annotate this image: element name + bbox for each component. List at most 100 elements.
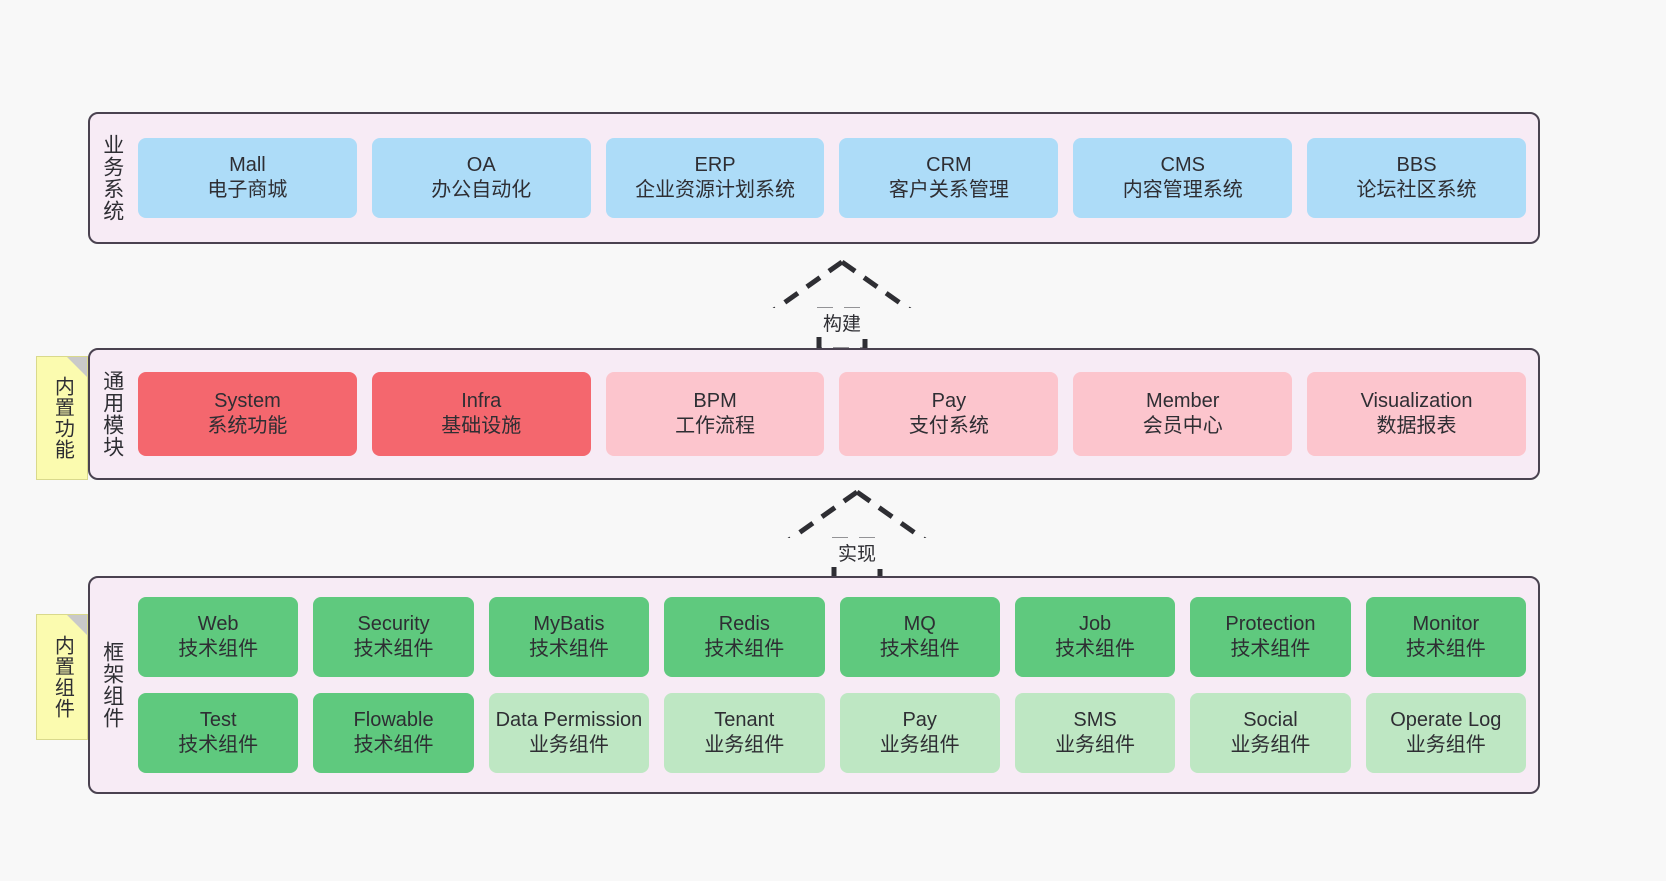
card-cn-label: 技术组件	[1405, 638, 1486, 660]
connector-realize: 实现	[772, 488, 942, 584]
framework-card-test[interactable]: Test 技术组件	[138, 693, 299, 773]
sticky-note-label: 内置功能	[51, 376, 74, 460]
card-cn-label: 电子商城	[207, 179, 288, 201]
common-module-card-row: System 系统功能 Infra 基础设施 BPM 工作流程 Pay 支付系统…	[138, 372, 1526, 456]
framework-card-operate-log[interactable]: Operate Log 业务组件	[1365, 693, 1526, 773]
connector-realize-arrow-icon	[787, 489, 927, 583]
card-cn-label: 会员中心	[1142, 415, 1223, 437]
framework-component-card-area: Web 技术组件 Security 技术组件 MyBatis 技术组件 Redi…	[134, 578, 1538, 792]
common-card-visualization[interactable]: Visualization 数据报表	[1307, 372, 1526, 456]
card-en-label: Operate Log	[1390, 708, 1502, 731]
framework-card-protection[interactable]: Protection 技术组件	[1190, 597, 1351, 677]
card-cn-label: 基础设施	[441, 415, 522, 437]
business-card-crm[interactable]: CRM 客户关系管理	[839, 138, 1059, 218]
card-cn-label: 支付系统	[908, 415, 989, 437]
framework-card-web[interactable]: Web 技术组件	[138, 597, 299, 677]
sticky-note-label: 内置组件	[51, 635, 74, 719]
card-en-label: Social	[1243, 708, 1298, 731]
card-en-label: Infra	[461, 389, 502, 412]
card-cn-label: 技术组件	[704, 638, 785, 660]
card-cn-label: 客户关系管理	[888, 179, 1009, 201]
card-cn-label: 技术组件	[178, 734, 259, 756]
framework-component-layer-title: 框架组件	[100, 641, 124, 729]
business-card-mall[interactable]: Mall 电子商城	[138, 138, 357, 218]
common-card-pay[interactable]: Pay 支付系统	[839, 372, 1059, 456]
card-cn-label: 系统功能	[207, 415, 288, 437]
card-cn-label: 内容管理系统	[1122, 179, 1243, 201]
card-cn-label: 技术组件	[1230, 638, 1311, 660]
common-card-infra[interactable]: Infra 基础设施	[371, 372, 591, 456]
framework-card-social[interactable]: Social 业务组件	[1190, 693, 1351, 773]
business-system-card-row: Mall 电子商城 OA 办公自动化 ERP 企业资源计划系统 CRM 客户关系…	[138, 138, 1526, 218]
sticky-note-builtin-component: 内置组件	[36, 614, 88, 740]
common-card-system[interactable]: System 系统功能	[138, 372, 357, 456]
card-cn-label: 技术组件	[353, 734, 434, 756]
card-en-label: MyBatis	[533, 612, 605, 635]
card-en-label: Job	[1078, 612, 1112, 635]
card-en-label: MQ	[903, 612, 936, 635]
card-cn-label: 技术组件	[528, 638, 609, 660]
card-en-label: BBS	[1396, 153, 1437, 176]
card-cn-label: 业务组件	[1405, 734, 1486, 756]
framework-card-sms[interactable]: SMS 业务组件	[1014, 693, 1176, 773]
card-cn-label: 技术组件	[879, 638, 960, 660]
card-en-label: Tenant	[714, 708, 775, 731]
business-system-layer-title: 业务系统	[100, 134, 124, 222]
framework-component-layer: 框架组件 Web 技术组件 Security 技术组件 MyBatis 技术组件…	[88, 576, 1540, 794]
framework-tech-card-row: Web 技术组件 Security 技术组件 MyBatis 技术组件 Redi…	[138, 597, 1526, 677]
framework-card-monitor[interactable]: Monitor 技术组件	[1365, 597, 1526, 677]
card-cn-label: 技术组件	[178, 638, 259, 660]
business-system-layer: 业务系统 Mall 电子商城 OA 办公自动化 ERP 企业资源计划系统 CRM…	[88, 112, 1540, 244]
business-card-bbs[interactable]: BBS 论坛社区系统	[1307, 138, 1526, 218]
card-cn-label: 业务组件	[1055, 734, 1136, 756]
card-cn-label: 业务组件	[704, 734, 785, 756]
framework-card-mq[interactable]: MQ 技术组件	[839, 597, 1000, 677]
business-card-erp[interactable]: ERP 企业资源计划系统	[605, 138, 825, 218]
business-card-oa[interactable]: OA 办公自动化	[371, 138, 591, 218]
card-en-label: SMS	[1073, 708, 1117, 731]
framework-card-redis[interactable]: Redis 技术组件	[664, 597, 825, 677]
framework-card-flowable[interactable]: Flowable 技术组件	[313, 693, 474, 773]
card-en-label: Data Permission	[495, 708, 643, 731]
card-cn-label: 企业资源计划系统	[635, 179, 796, 201]
card-en-label: Protection	[1225, 612, 1316, 635]
card-cn-label: 数据报表	[1376, 415, 1457, 437]
card-en-label: Test	[199, 708, 237, 731]
card-cn-label: 技术组件	[1055, 638, 1136, 660]
card-en-label: Pay	[931, 389, 967, 412]
framework-card-data-permission[interactable]: Data Permission 业务组件	[488, 693, 650, 773]
card-en-label: System	[214, 389, 281, 412]
business-system-card-area: Mall 电子商城 OA 办公自动化 ERP 企业资源计划系统 CRM 客户关系…	[134, 114, 1538, 242]
card-en-label: CMS	[1160, 153, 1205, 176]
common-module-layer: 通用模块 System 系统功能 Infra 基础设施 BPM 工作流程 Pay…	[88, 348, 1540, 480]
common-module-card-area: System 系统功能 Infra 基础设施 BPM 工作流程 Pay 支付系统…	[134, 350, 1538, 478]
framework-card-pay[interactable]: Pay 业务组件	[839, 693, 1000, 773]
card-cn-label: 工作流程	[675, 415, 756, 437]
card-en-label: BPM	[693, 389, 737, 412]
business-card-cms[interactable]: CMS 内容管理系统	[1073, 138, 1293, 218]
card-en-label: CRM	[926, 153, 972, 176]
connector-realize-label: 实现	[772, 538, 942, 567]
card-en-label: ERP	[694, 153, 736, 176]
card-cn-label: 业务组件	[528, 734, 609, 756]
sticky-fold-corner-icon	[67, 357, 87, 377]
connector-build: 构建	[757, 258, 927, 354]
card-en-label: OA	[466, 153, 496, 176]
sticky-fold-corner-icon	[67, 615, 87, 635]
framework-card-mybatis[interactable]: MyBatis 技术组件	[488, 597, 650, 677]
common-module-layer-title: 通用模块	[100, 370, 124, 458]
connector-build-arrow-icon	[772, 259, 912, 353]
card-en-label: Mall	[229, 153, 266, 176]
framework-card-security[interactable]: Security 技术组件	[313, 597, 474, 677]
card-cn-label: 业务组件	[879, 734, 960, 756]
framework-biz-card-row: Test 技术组件 Flowable 技术组件 Data Permission …	[138, 693, 1526, 773]
card-cn-label: 业务组件	[1230, 734, 1311, 756]
card-en-label: Pay	[902, 708, 937, 731]
common-card-bpm[interactable]: BPM 工作流程	[605, 372, 825, 456]
card-en-label: Security	[357, 612, 430, 635]
framework-card-tenant[interactable]: Tenant 业务组件	[664, 693, 825, 773]
common-card-member[interactable]: Member 会员中心	[1073, 372, 1293, 456]
card-en-label: Flowable	[353, 708, 434, 731]
framework-card-job[interactable]: Job 技术组件	[1014, 597, 1176, 677]
card-en-label: Member	[1146, 389, 1220, 412]
